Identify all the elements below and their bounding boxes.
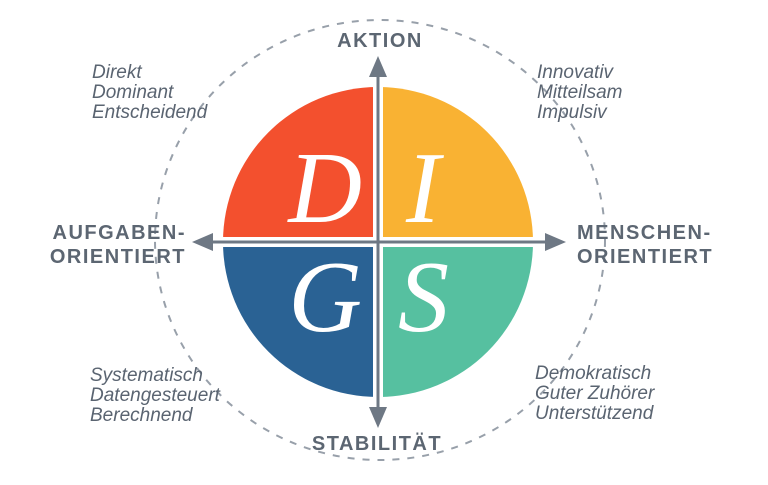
axis-label-aufgabenorientiert: AUFGABEN- ORIENTIERT	[20, 221, 186, 269]
up-arrowhead	[369, 56, 387, 77]
outer-dashed-circle	[154, 19, 606, 461]
quadrant-letter-d: D	[286, 132, 362, 245]
quadrant-g-slice	[223, 242, 378, 397]
axis-label-left-line2: ORIENTIERT	[49, 246, 186, 268]
axis-label-right-line1: MENSCHEN-	[577, 222, 712, 244]
quadrant-letter-s: S	[398, 241, 449, 354]
left-arrowhead	[192, 233, 213, 251]
axis-label-stabilitaet: STABILITÄT	[311, 433, 443, 455]
quadrant-letter-g: G	[288, 241, 362, 354]
traits-g: Systematisch Datengesteuert Berechnend	[90, 366, 220, 426]
trait-line: Impulsiv	[537, 102, 607, 123]
trait-line: Mitteilsam	[537, 82, 623, 103]
traits-s: Demokratisch Guter Zuhörer Unterstützend	[535, 364, 654, 424]
axis-label-right-line2: ORIENTIERT	[577, 246, 714, 268]
axis-label-left-line1: AUFGABEN-	[52, 222, 186, 244]
trait-line: Dominant	[92, 82, 174, 103]
trait-line: Unterstützend	[535, 403, 654, 424]
axis-label-aktion: AKTION	[337, 30, 423, 52]
right-arrowhead	[545, 233, 566, 251]
quadrant-i-slice	[378, 87, 533, 242]
trait-line: Systematisch	[90, 365, 203, 386]
quadrant-letter-i: I	[405, 132, 444, 245]
axis-label-menschenorientiert: MENSCHEN- ORIENTIERT	[577, 221, 757, 269]
traits-d: Direkt Dominant Entscheidend	[92, 63, 207, 123]
trait-line: Entscheidend	[92, 102, 208, 123]
trait-line: Datengesteuert	[90, 385, 220, 406]
quadrant-d-slice	[223, 87, 378, 242]
trait-line: Demokratisch	[535, 363, 652, 384]
trait-line: Innovativ	[537, 62, 614, 83]
trait-line: Berechnend	[90, 405, 193, 426]
trait-line: Guter Zuhörer	[535, 383, 655, 404]
quadrant-s-slice	[378, 242, 533, 397]
traits-i: Innovativ Mitteilsam Impulsiv	[537, 63, 623, 123]
trait-line: Direkt	[92, 62, 142, 83]
down-arrowhead	[369, 407, 387, 428]
